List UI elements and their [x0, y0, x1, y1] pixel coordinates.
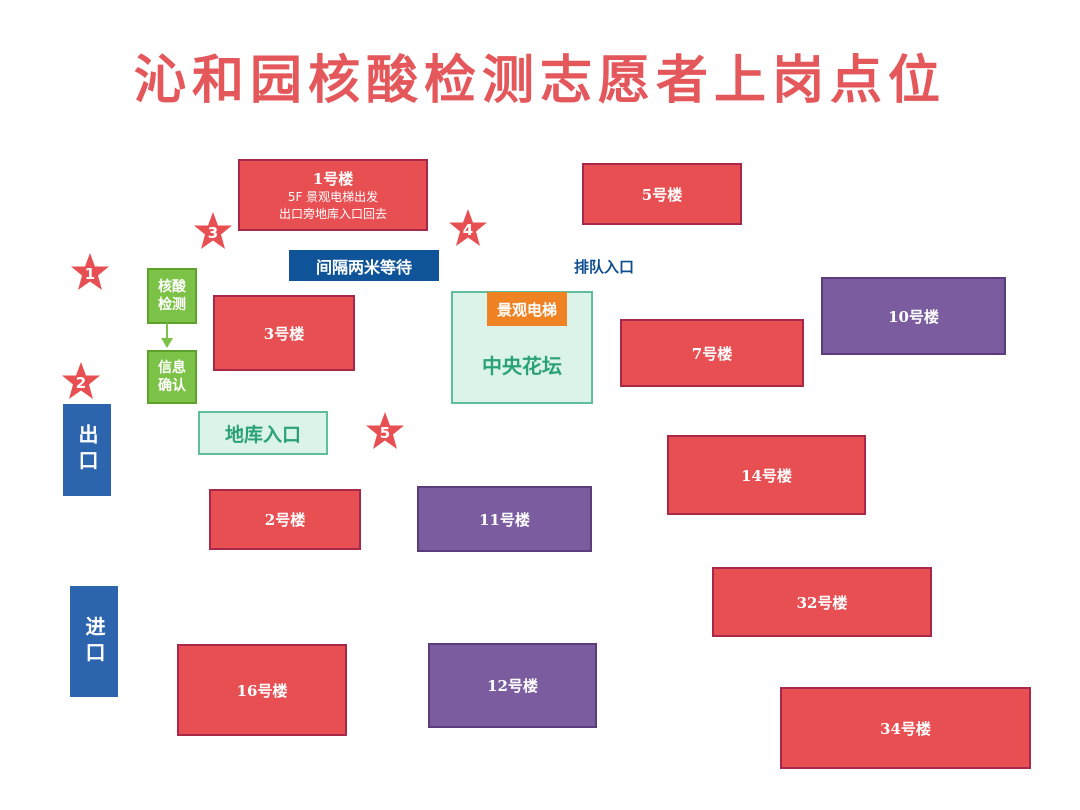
wait-banner-label: 间隔两米等待: [315, 257, 412, 277]
building-1-note-2: 出口旁地库入口回去: [278, 206, 387, 221]
landscape-elevator[interactable]: 景观电梯: [487, 292, 567, 326]
post-number: 5: [379, 424, 391, 442]
star-icon: [449, 209, 487, 246]
garage-entrance[interactable]: 地库入口: [198, 411, 328, 455]
building-1-label: 1号楼: [312, 169, 354, 188]
building-3-label: 3号楼: [263, 324, 305, 343]
exit-gate[interactable]: 出口: [63, 404, 111, 496]
star-icon: [71, 253, 109, 290]
building-11[interactable]: 11号楼: [417, 486, 592, 552]
exit-gate-label: 出口: [75, 424, 99, 476]
building-12-label: 12号楼: [487, 677, 538, 695]
star-icon: [366, 412, 404, 449]
building-7-label: 7号楼: [691, 344, 733, 363]
building-12[interactable]: 12号楼: [428, 643, 597, 728]
page-title: 沁和园核酸检测志愿者上岗点位: [133, 50, 946, 111]
post-star-1[interactable]: 1: [70, 252, 110, 292]
building-16[interactable]: 16号楼: [177, 644, 347, 736]
building-5-label: 5号楼: [641, 185, 683, 204]
building-34[interactable]: 34号楼: [780, 687, 1031, 769]
post-star-5[interactable]: 5: [365, 411, 405, 451]
building-14[interactable]: 14号楼: [667, 435, 866, 515]
station-info-label: 信息确认: [158, 360, 186, 394]
post-star-3[interactable]: 3: [193, 211, 233, 251]
queue-entry-label: 排队入口: [574, 258, 635, 276]
building-32-label: 32号楼: [796, 593, 848, 612]
building-11-label: 11号楼: [479, 510, 530, 529]
building-10-label: 10号楼: [888, 307, 939, 326]
building-3[interactable]: 3号楼: [213, 295, 355, 371]
post-number: 3: [207, 224, 219, 242]
station-test[interactable]: 核酸检测: [147, 268, 197, 324]
star-icon: [194, 212, 232, 249]
central-garden-label: 中央花坛: [482, 354, 562, 378]
entrance-gate[interactable]: 进口: [70, 586, 118, 697]
garage-entrance-label: 地库入口: [224, 423, 301, 446]
post-number: 1: [84, 265, 96, 283]
building-1-note-1: 5F 景观电梯出发: [287, 189, 379, 204]
station-test-label: 核酸检测: [158, 279, 186, 313]
building-1[interactable]: 1号楼 5F 景观电梯出发 出口旁地库入口回去: [238, 159, 428, 231]
landscape-elevator-label: 景观电梯: [496, 300, 557, 319]
building-5[interactable]: 5号楼: [582, 163, 742, 225]
star-icon: [62, 362, 100, 399]
post-star-2[interactable]: 2: [61, 361, 101, 401]
building-34-label: 34号楼: [880, 719, 931, 738]
building-10[interactable]: 10号楼: [821, 277, 1006, 355]
post-star-4[interactable]: 4: [448, 208, 488, 248]
building-32[interactable]: 32号楼: [712, 567, 932, 637]
station-info[interactable]: 信息确认: [147, 350, 197, 404]
post-number: 2: [75, 374, 87, 392]
building-2[interactable]: 2号楼: [209, 489, 361, 550]
building-7[interactable]: 7号楼: [620, 319, 804, 387]
flow-arrow-icon: [161, 323, 173, 348]
wait-banner: 间隔两米等待: [289, 250, 439, 281]
entrance-gate-label: 进口: [82, 615, 106, 668]
building-14-label: 14号楼: [741, 466, 792, 485]
post-number: 4: [462, 221, 474, 239]
building-2-label: 2号楼: [264, 511, 306, 529]
building-16-label: 16号楼: [236, 681, 288, 700]
